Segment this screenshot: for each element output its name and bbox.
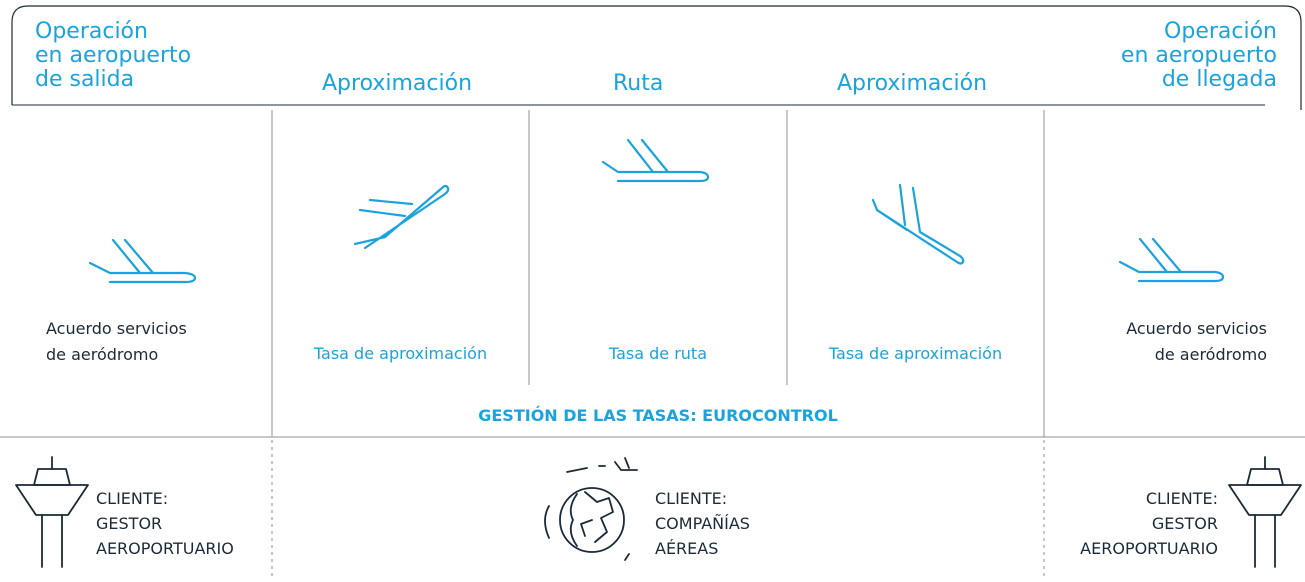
right-service-label: Acuerdo servicios de aeródromo xyxy=(1126,319,1267,364)
header-arrival: Operación en aeropuerto de llegada xyxy=(1120,19,1277,92)
header-approach-right: Aproximación xyxy=(837,71,988,96)
header-frame xyxy=(11,5,1302,110)
client-center: CLIENTE: COMPAÑÍAS AÉREAS xyxy=(655,489,750,558)
client-left: CLIENTE: GESTOR AEROPORTUARIO xyxy=(96,489,234,558)
client-right: CLIENTE: GESTOR AEROPORTUARIO xyxy=(1080,489,1218,558)
left-service-label: Acuerdo servicios de aeródromo xyxy=(46,319,187,364)
header-approach-left: Aproximación xyxy=(322,71,473,96)
globe-icon xyxy=(544,457,638,561)
airplane-icon-right xyxy=(1118,237,1225,283)
control-tower-icon-right xyxy=(1228,456,1302,568)
rate-approach-right: Tasa de aproximación xyxy=(828,344,1003,363)
header-route: Ruta xyxy=(613,71,664,96)
eurocontrol-label: GESTIÓN DE LAS TASAS: EUROCONTROL xyxy=(478,406,838,425)
airplane-icon xyxy=(88,238,197,284)
airplane-cruise-icon xyxy=(601,138,710,183)
rate-approach-left: Tasa de aproximación xyxy=(313,344,488,363)
header-departure: Operación en aeropuerto de salida xyxy=(35,19,192,92)
airplane-landing-icon xyxy=(871,183,965,265)
rate-route: Tasa de ruta xyxy=(608,344,708,363)
control-tower-icon xyxy=(15,456,89,568)
airplane-takeoff-icon xyxy=(353,184,450,250)
